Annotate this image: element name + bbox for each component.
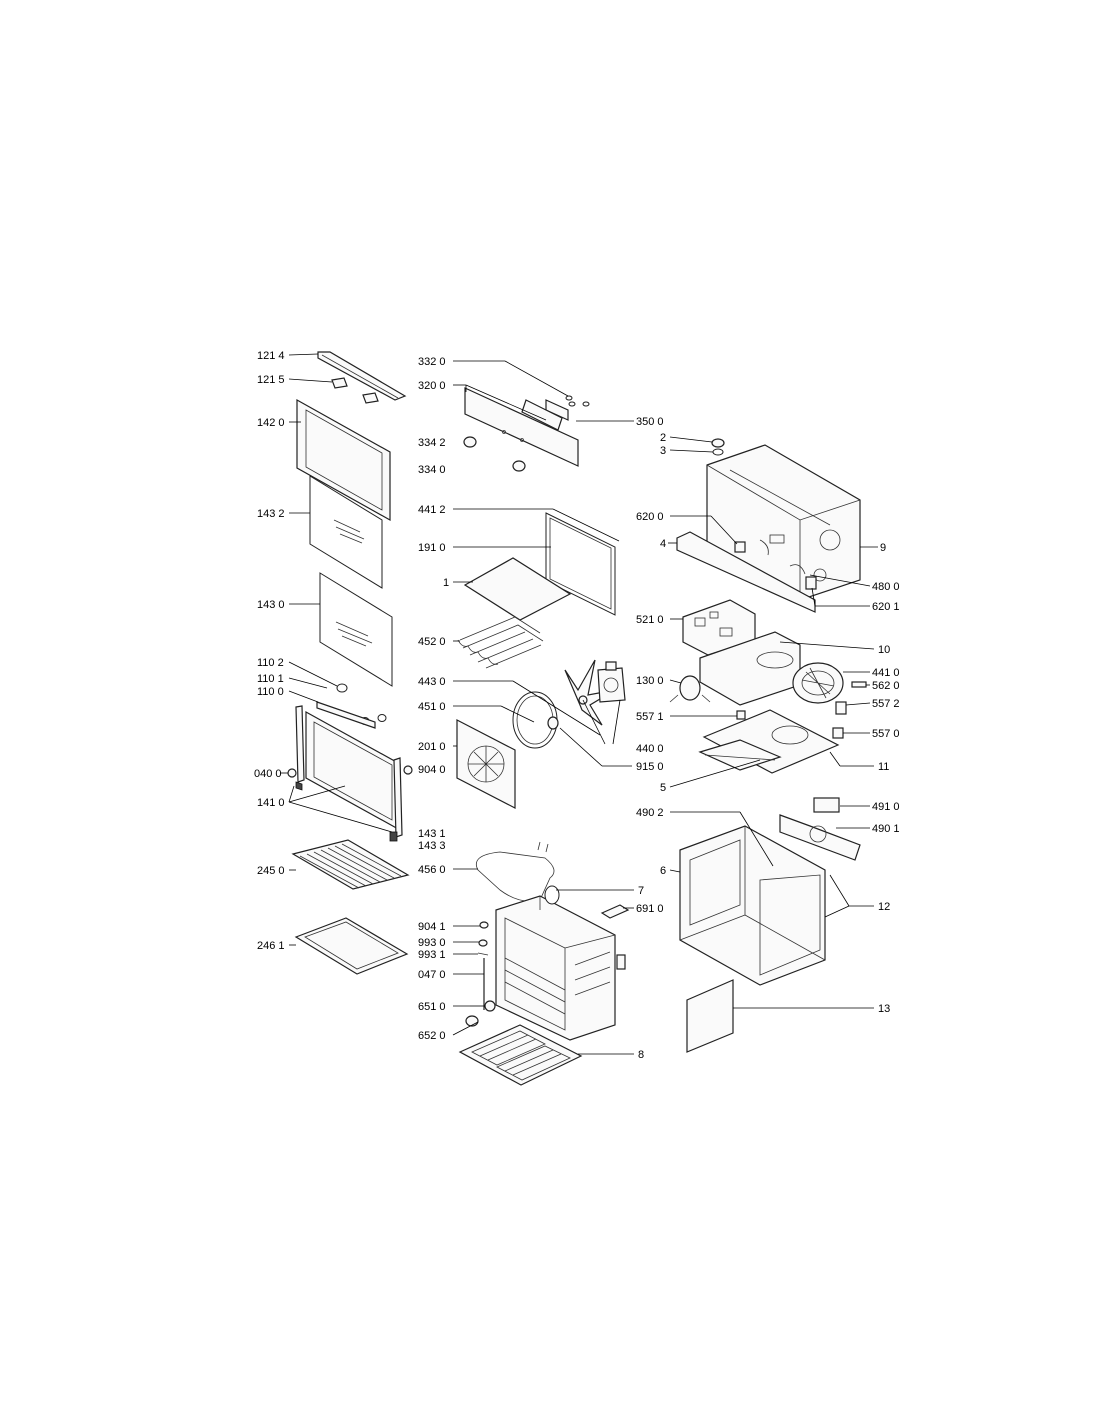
label-491-0: 491 0 <box>872 801 900 813</box>
label-993-1: 993 1 <box>418 949 446 961</box>
label-456-0: 456 0 <box>418 864 446 876</box>
thermostat-651-652 <box>465 1000 496 1027</box>
lamp-691 <box>600 904 630 919</box>
label-047-0: 047 0 <box>418 969 446 981</box>
bottom-panel-8 <box>458 1024 583 1086</box>
label-110-1: 110 1 <box>257 673 284 685</box>
label-12: 12 <box>878 901 890 913</box>
label-440-0: 440 0 <box>636 743 664 755</box>
label-915-0: 915 0 <box>636 761 664 773</box>
label-557-2: 557 2 <box>872 698 900 710</box>
door-hinge-clips <box>331 377 379 404</box>
front-trim-5 <box>698 739 782 771</box>
label-201-0: 201 0 <box>418 741 446 753</box>
label-320-0: 320 0 <box>418 380 446 392</box>
label-691-0: 691 0 <box>636 903 664 915</box>
label-480-0: 480 0 <box>872 581 900 593</box>
door-outer-frame-110 <box>287 701 413 842</box>
label-143-1: 143 1 <box>418 828 446 840</box>
label-993-0: 993 0 <box>418 937 446 949</box>
top-cover-9 <box>706 444 861 601</box>
oven-cavity-7 <box>495 885 626 1041</box>
label-334-2: 334 2 <box>418 437 446 449</box>
label-452-0: 452 0 <box>418 636 446 648</box>
label-557-0: 557 0 <box>872 728 900 740</box>
lower-heater-456 <box>475 841 555 902</box>
grommets-2-3 <box>711 438 725 456</box>
label-121-5: 121 5 <box>257 374 285 386</box>
label-130-0: 130 0 <box>636 675 664 687</box>
label-441-2: 441 2 <box>418 504 446 516</box>
label-110-0: 110 0 <box>257 686 284 698</box>
label-9: 9 <box>880 542 886 554</box>
label-557-1: 557 1 <box>636 711 664 723</box>
label-246-1: 246 1 <box>257 940 285 952</box>
label-1: 1 <box>443 577 449 589</box>
label-10: 10 <box>878 644 890 656</box>
label-334-0: 334 0 <box>418 464 446 476</box>
label-143-3: 143 3 <box>418 840 446 852</box>
label-2: 2 <box>660 432 666 444</box>
part-labels: 121 4 121 5 142 0 143 2 143 0 110 2 110 … <box>254 350 900 1061</box>
oven-tray-246 <box>294 917 409 975</box>
label-443-0: 443 0 <box>418 676 446 688</box>
label-245-0: 245 0 <box>257 865 285 877</box>
cooling-fan-441 <box>792 662 844 704</box>
label-142-0: 142 0 <box>257 417 285 429</box>
label-350-0: 350 0 <box>636 416 664 428</box>
label-040-0: 040 0 <box>254 768 282 780</box>
label-143-0: 143 0 <box>257 599 285 611</box>
door-top-profile <box>317 351 407 401</box>
label-904-0: 904 0 <box>418 764 446 776</box>
label-8: 8 <box>638 1049 644 1061</box>
leader-lines <box>280 353 878 1055</box>
label-13: 13 <box>878 1003 890 1015</box>
label-7: 7 <box>638 885 644 897</box>
control-board-521 <box>682 599 756 656</box>
label-490-2: 490 2 <box>636 807 664 819</box>
bushing-915 <box>547 716 559 730</box>
label-191-0: 191 0 <box>418 542 446 554</box>
label-141-0: 141 0 <box>257 797 285 809</box>
label-121-4: 121 4 <box>257 350 285 362</box>
connectors-562-557 <box>736 681 867 739</box>
outer-casing-6-12 <box>679 825 826 986</box>
label-490-1: 490 1 <box>872 823 900 835</box>
label-332-0: 332 0 <box>418 356 446 368</box>
label-143-2: 143 2 <box>257 508 285 520</box>
label-451-0: 451 0 <box>418 701 446 713</box>
label-651-0: 651 0 <box>418 1001 446 1013</box>
door-glass-143-0 <box>319 572 393 687</box>
control-panel-320 <box>464 387 579 467</box>
knobs-334 <box>463 436 526 472</box>
insulation-plate-1 <box>463 557 572 621</box>
motor-130 <box>669 675 711 703</box>
small-fasteners-904-993-047 <box>477 921 489 1010</box>
label-652-0: 652 0 <box>418 1030 446 1042</box>
label-562-0: 562 0 <box>872 680 900 692</box>
bracket-4 <box>676 531 817 613</box>
label-904-1: 904 1 <box>418 921 446 933</box>
label-3: 3 <box>660 445 666 457</box>
grill-element-452 <box>457 616 544 669</box>
label-5: 5 <box>660 782 666 794</box>
label-4: 4 <box>660 538 666 550</box>
side-panel-13 <box>686 979 734 1053</box>
door-glass-143-2 <box>309 475 383 589</box>
label-11: 11 <box>878 761 889 773</box>
label-620-0: 620 0 <box>636 511 664 523</box>
door-inner-panel-142 <box>296 398 391 522</box>
label-620-1: 620 1 <box>872 601 900 613</box>
fan-motor-443 <box>597 661 626 703</box>
label-110-2: 110 2 <box>257 657 284 669</box>
base-plate-11 <box>702 709 840 774</box>
display-module-350 <box>521 395 590 431</box>
label-6: 6 <box>660 865 666 877</box>
ring-element-451 <box>512 691 558 749</box>
label-521-0: 521 0 <box>636 614 664 626</box>
oven-shelf-245 <box>291 839 410 890</box>
label-441-0: 441 0 <box>872 667 900 679</box>
rear-panel-201 <box>456 719 516 809</box>
